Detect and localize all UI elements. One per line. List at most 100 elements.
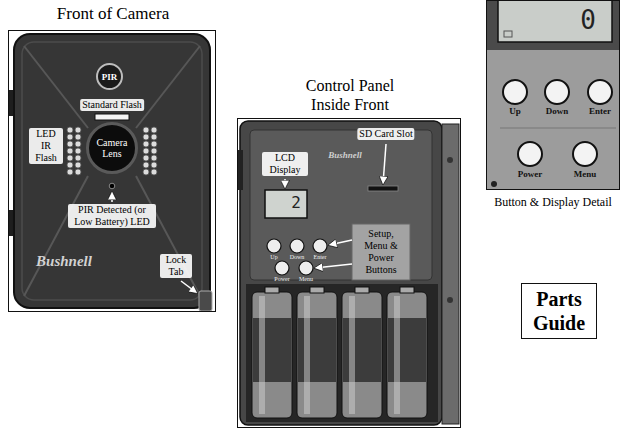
button-label: Menu [299,276,313,283]
standard-flash [95,114,129,120]
battery-shell [387,292,427,418]
part-label: PIR [102,72,118,82]
hinge [447,157,453,163]
ir-led [143,148,149,154]
button-label: Down [290,254,305,261]
battery-shell [252,292,292,418]
button-label: Up [270,254,277,261]
button [503,80,527,104]
lcd-icon [504,31,512,37]
battery-cap [265,287,279,293]
part-label: Setup, Menu & Power Buttons [359,228,403,276]
lcd-screen [265,190,307,218]
part-label: Camera Lens [92,137,132,159]
ir-led [75,162,81,168]
button [545,80,569,104]
lock-tab [199,291,212,311]
battery-band [253,318,291,382]
ir-led [143,134,149,140]
battery-band [343,318,381,382]
ir-led [143,155,149,161]
button [518,142,542,166]
led-cluster [143,127,157,175]
batteries [252,287,427,418]
ir-led [151,169,157,175]
button [573,142,597,166]
brand-logo: Bushnell [36,252,92,270]
button [313,239,327,253]
door [442,124,459,424]
battery-shine [349,296,355,414]
button-detail-art [486,0,620,190]
body-groove [24,46,88,128]
ir-led [75,155,81,161]
panel-caption: Button & Display Detail [493,195,613,210]
battery [342,287,382,418]
ir-led [75,148,81,154]
button-label: Enter [314,254,327,261]
battery-shine [304,296,310,414]
ir-led [151,162,157,168]
housing [240,121,442,425]
button [290,239,304,253]
button [299,261,313,275]
button-label: Menu [574,169,597,180]
control-board [250,130,432,280]
part-label: LCD Display [262,152,308,176]
panel-heading: Control Panel Inside Front [288,76,412,114]
lcd-digit: 2 [291,193,301,213]
ir-led [143,141,149,147]
ir-led [143,162,149,168]
battery-shine [394,296,400,414]
ir-led [75,127,81,133]
button [275,261,289,275]
lcd-housing [486,0,620,50]
part-label: Lock Tab [160,254,192,278]
brand-logo: Bushnell [328,150,362,161]
button-label: Power [274,276,289,283]
indicator [491,181,497,187]
battery-compartment [246,284,438,422]
lcd-screen [498,0,612,42]
label-patch [352,224,410,280]
control-panel-art [237,121,459,425]
ir-led [67,162,73,168]
body-groove [136,176,200,296]
button-label: Power [518,169,543,180]
ir-led [67,148,73,154]
lcd-digit: 0 [580,4,596,36]
detail-ground [486,0,620,190]
part-label: SD Card Slot [357,128,414,140]
battery [297,287,337,418]
guide-title: Parts Guide [524,287,594,335]
ir-led [151,155,157,161]
ir-led [143,127,149,133]
leader-arrow [383,144,386,184]
battery-shell [297,292,337,418]
ir-led [151,134,157,140]
ir-led [151,141,157,147]
leader-arrow [181,281,197,293]
part-label: PIR Detected (or Low Battery) LED [68,204,156,228]
hinge [447,297,453,303]
button [588,80,612,104]
ir-led [143,169,149,175]
button [267,239,281,253]
part-label: Standard Flash [80,99,144,111]
body-groove [136,46,200,128]
battery-cap [355,287,369,293]
leader-arrow [329,240,352,245]
battery [252,287,292,418]
pir-sensor: PIR [96,63,123,90]
panel-heading: Front of Camera [9,4,217,24]
pir-led [109,183,115,189]
ir-led [75,134,81,140]
ir-led [151,148,157,154]
part-label: LED IR Flash [29,128,63,164]
battery [387,287,427,418]
parts-guide-box: Parts Guide [521,283,597,339]
camera-front-art [9,34,212,311]
ir-led [67,127,73,133]
camera-lens: Camera Lens [86,122,138,174]
